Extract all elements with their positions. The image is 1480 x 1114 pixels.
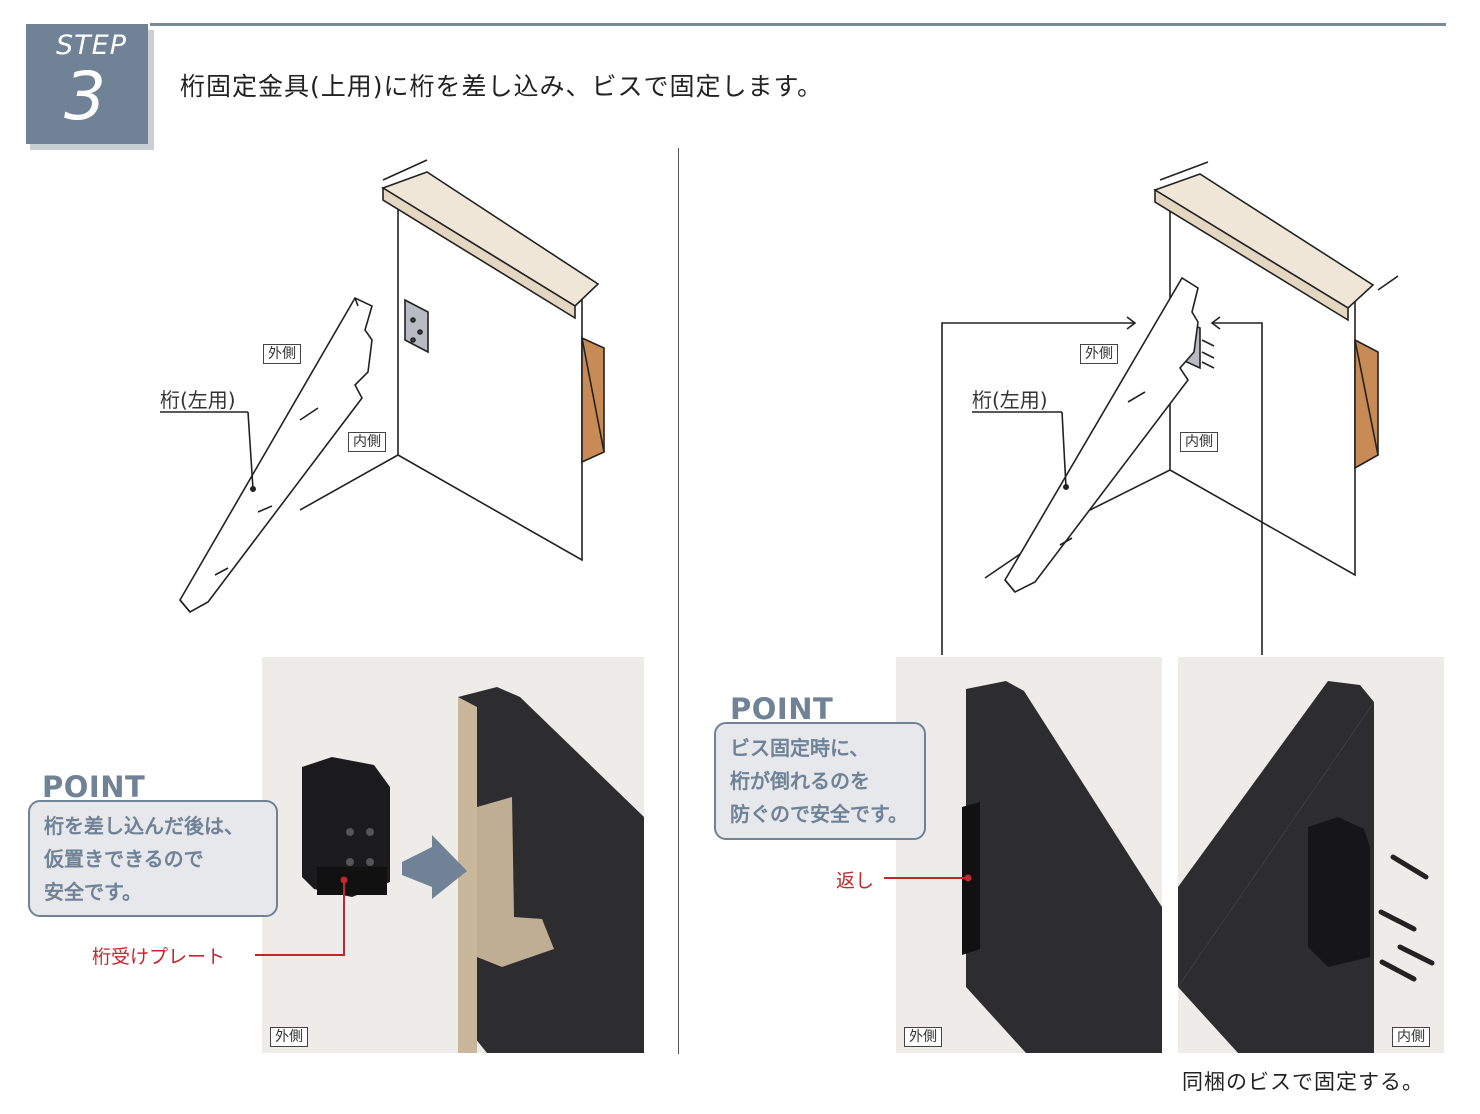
screw-caption: 同梱のビスで固定する。 [1182, 1070, 1424, 1094]
right-point-box: ビス固定時に、 桁が倒れるのを 防ぐので安全です。 [714, 722, 926, 840]
left-wall-diagram [160, 159, 605, 614]
photo-stringer-plate: 外側 [262, 657, 644, 1053]
left-point-title: POINT [42, 770, 146, 804]
tag-inner-left: 内側 [348, 432, 386, 452]
tag-outer-right: 外側 [1080, 344, 1118, 364]
callout-return-label: 返し [836, 870, 875, 892]
step-word: STEP [56, 30, 127, 61]
photo-screws: 内側 [1178, 657, 1444, 1053]
tag-outer-photo-right: 外側 [904, 1027, 942, 1047]
stringer-label-right: 桁(左用) [972, 388, 1048, 412]
right-point-title: POINT [730, 692, 834, 726]
stringer-label-left: 桁(左用) [160, 388, 236, 412]
right-point-line-2: 桁が倒れるのを [730, 769, 870, 793]
left-point-line-2: 仮置きできるので [44, 847, 204, 871]
callout-plate-label: 桁受けプレート [92, 946, 226, 968]
tag-outer-photo-left: 外側 [270, 1027, 308, 1047]
header-rule [150, 23, 1446, 26]
left-point-box: 桁を差し込んだ後は、 仮置きできるので 安全です。 [28, 800, 278, 917]
tag-inner-photo-right: 内側 [1392, 1027, 1430, 1047]
left-point-line-1: 桁を差し込んだ後は、 [44, 814, 244, 838]
step-badge: STEP 3 [26, 24, 148, 144]
photo-return-lip: 外側 [896, 657, 1162, 1053]
right-point-line-3: 防ぐので安全です。 [730, 802, 908, 826]
photo-stringer-plate-art [262, 657, 644, 1053]
column-divider [678, 148, 679, 1054]
tag-inner-right: 内側 [1180, 432, 1218, 452]
right-point-line-1: ビス固定時に、 [730, 736, 870, 760]
tag-outer-left: 外側 [263, 344, 301, 364]
photo-return-lip-art [896, 657, 1162, 1053]
left-point-line-3: 安全です。 [44, 880, 142, 904]
step-number: 3 [64, 58, 106, 135]
right-wall-diagram [941, 161, 1399, 655]
step-title: 桁固定金具(上用)に桁を差し込み、ビスで固定します。 [180, 72, 824, 101]
photo-screws-art [1178, 657, 1444, 1053]
